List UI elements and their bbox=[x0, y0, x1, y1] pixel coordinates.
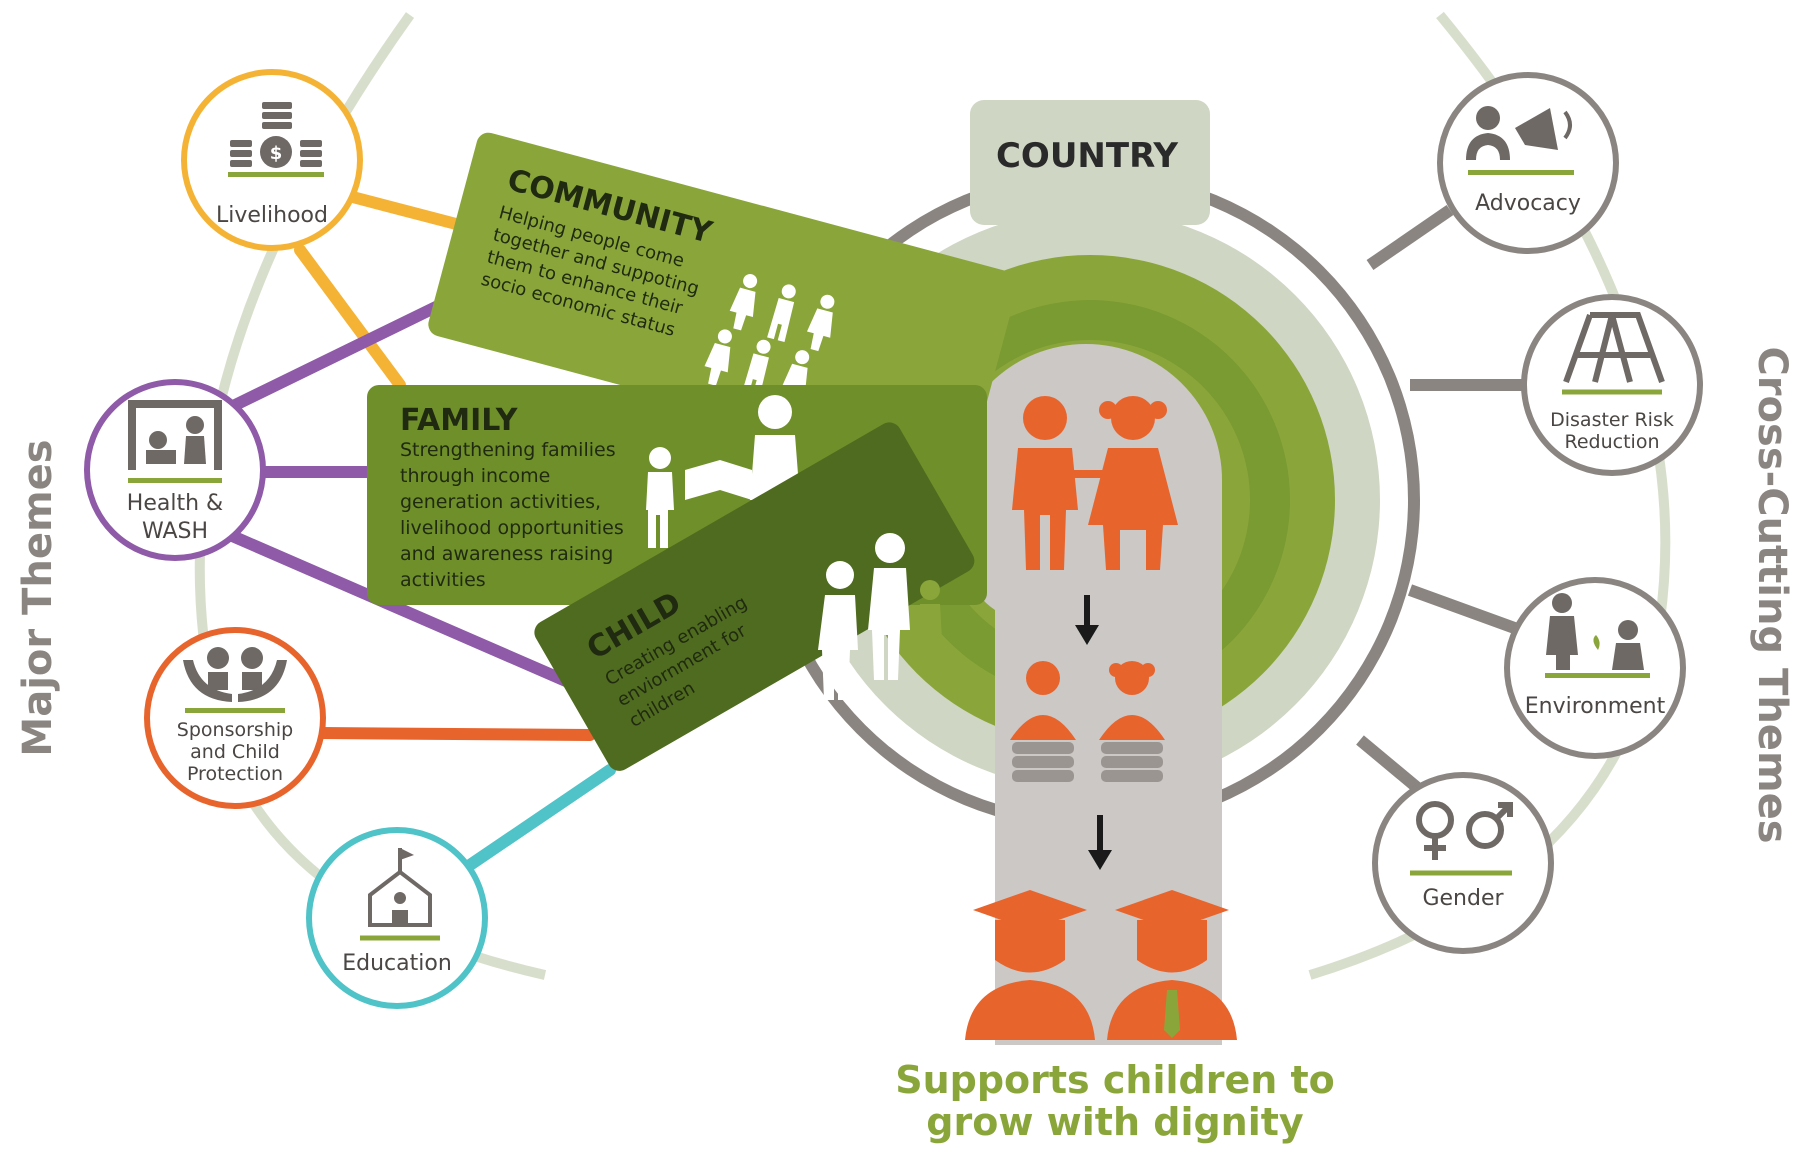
down-arrow-icon bbox=[1075, 595, 1099, 645]
family-group-icon bbox=[818, 533, 942, 700]
family-title: FAMILY bbox=[400, 403, 519, 438]
theme-label: Health & bbox=[127, 491, 223, 516]
theme-label: Gender bbox=[1422, 886, 1504, 911]
theme-label: Advocacy bbox=[1475, 191, 1581, 216]
health-care-icon bbox=[128, 400, 222, 483]
cross-cutting-themes-heading: Cross-Cutting Themes bbox=[1749, 346, 1795, 844]
country-tab bbox=[970, 100, 1210, 225]
major-connectors bbox=[219, 189, 616, 871]
family-line-5: and awareness raising bbox=[400, 543, 613, 565]
child-panel: CHILD Creating enabling enviornment for … bbox=[534, 422, 975, 771]
major-themes-heading: Major Themes bbox=[15, 439, 61, 757]
students-on-books-icon bbox=[1010, 661, 1165, 782]
family-line-3: generation activities, bbox=[400, 491, 601, 513]
theme-livelihood: $ Livelihood bbox=[181, 69, 363, 251]
theme-health-wash: Health & WASH bbox=[84, 379, 266, 561]
graduates-icon bbox=[965, 890, 1237, 1040]
cross-connectors bbox=[1356, 205, 1530, 795]
theme-label: and Child bbox=[190, 741, 280, 763]
theme-disaster-risk: Disaster Risk Reduction bbox=[1521, 294, 1703, 476]
theme-label: WASH bbox=[142, 519, 208, 544]
country-label: COUNTRY bbox=[996, 136, 1178, 176]
theme-label: Education bbox=[342, 951, 452, 976]
theme-label: Disaster Risk bbox=[1550, 409, 1674, 431]
school-icon bbox=[360, 848, 440, 941]
family-line-2: through income bbox=[400, 465, 550, 487]
planting-icon bbox=[1545, 593, 1650, 678]
shelter-icon bbox=[1562, 312, 1665, 395]
hands-protect-children-icon bbox=[183, 647, 287, 713]
theme-label: Sponsorship bbox=[177, 719, 293, 741]
family-line-1: Strengthening families bbox=[400, 439, 616, 461]
money-stack-icon: $ bbox=[228, 102, 324, 177]
tagline-line-1: Supports children to bbox=[895, 1058, 1335, 1102]
theme-label: Reduction bbox=[1565, 431, 1660, 453]
theme-label: Protection bbox=[187, 763, 283, 785]
svg-text:$: $ bbox=[270, 143, 283, 164]
megaphone-icon bbox=[1466, 106, 1574, 175]
theme-label: Livelihood bbox=[216, 203, 328, 228]
family-line-6: activities bbox=[400, 569, 486, 591]
theme-environment: Environment bbox=[1504, 577, 1686, 759]
theme-education: Education bbox=[306, 827, 488, 1009]
gender-symbols-icon bbox=[1410, 801, 1513, 876]
theme-gender: Gender bbox=[1372, 772, 1554, 954]
tagline-line-2: grow with dignity bbox=[926, 1100, 1304, 1144]
theme-sponsorship: Sponsorship and Child Protection bbox=[144, 627, 326, 809]
children-holding-hands-icon bbox=[1012, 396, 1178, 570]
down-arrow-icon bbox=[1088, 815, 1112, 870]
theme-advocacy: Advocacy bbox=[1437, 72, 1619, 254]
family-line-4: livelihood opportunities bbox=[400, 517, 624, 539]
theme-label: Environment bbox=[1525, 694, 1666, 719]
